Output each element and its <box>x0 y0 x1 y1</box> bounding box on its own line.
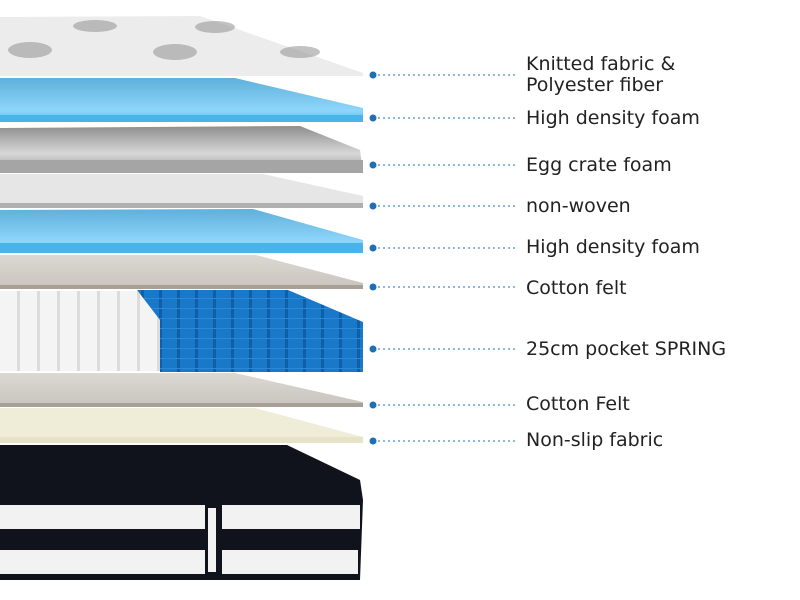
layer-cotton-felt-1 <box>0 255 363 289</box>
layer-label: High density foam <box>526 107 700 129</box>
layer-label: Egg crate foam <box>526 154 672 176</box>
layer-label: Cotton felt <box>526 277 627 299</box>
layer-high-density-foam-1 <box>0 78 363 122</box>
layer-label: non-woven <box>526 195 631 217</box>
layer-high-density-foam-2 <box>0 209 363 253</box>
leader-dot <box>369 161 377 169</box>
leader-dot <box>369 345 377 353</box>
layer-knitted-fabric <box>0 16 363 76</box>
layer-label: 25cm pocket SPRING <box>526 338 727 360</box>
layer-non-woven <box>0 174 363 208</box>
layer-label: Non-slip fabric <box>526 429 664 451</box>
leader-dot <box>369 71 377 79</box>
layer-pocket-spring <box>0 290 363 372</box>
mattress-base <box>0 445 363 580</box>
leader-dot <box>369 283 377 291</box>
layer-egg-crate-foam <box>0 126 363 173</box>
layer-label: Cotton Felt <box>526 393 630 415</box>
layer-cotton-felt-2 <box>0 373 363 407</box>
leader-dot <box>369 202 377 210</box>
leader-dot <box>369 437 377 445</box>
leader-dot <box>369 401 377 409</box>
leader-dot <box>369 244 377 252</box>
leader-dot <box>369 114 377 122</box>
layer-label: High density foam <box>526 236 700 258</box>
layer-non-slip-fabric <box>0 408 363 443</box>
layer-label: Knitted fabric & Polyester fiber <box>526 53 676 96</box>
